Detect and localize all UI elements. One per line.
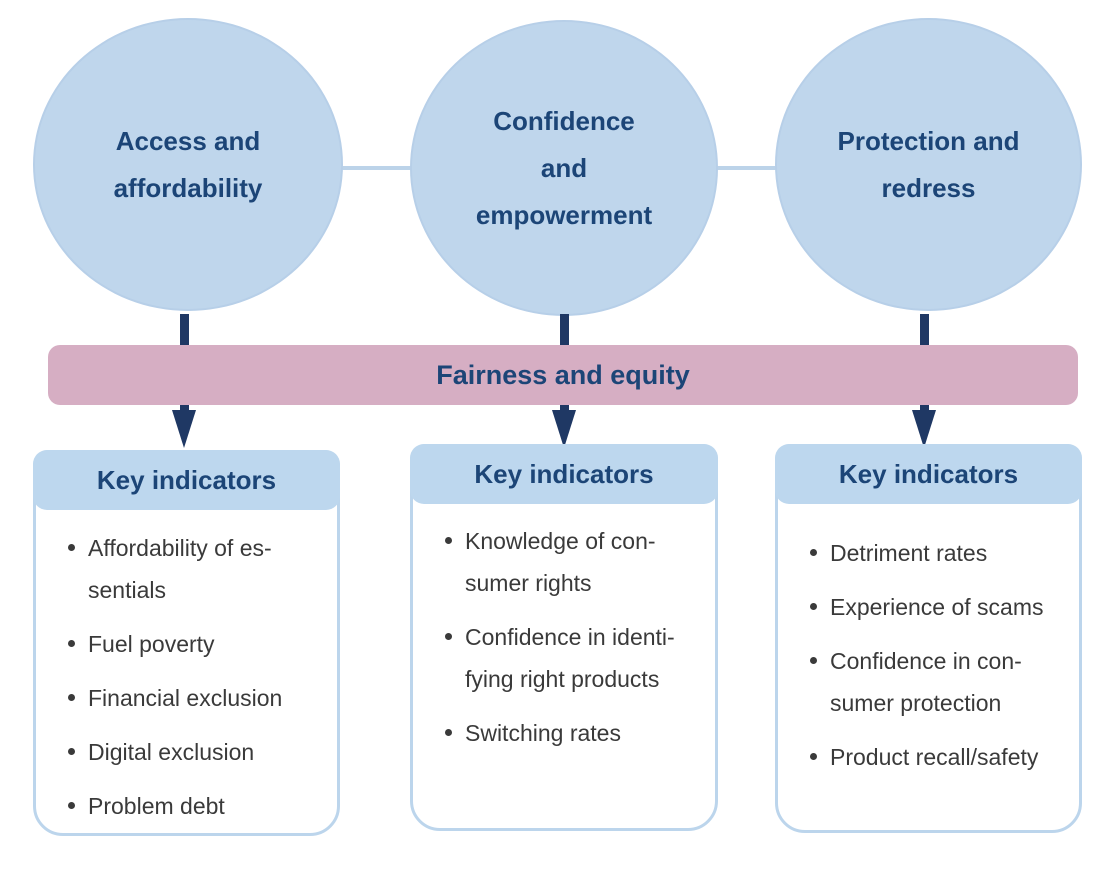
pillar-label: Access and affordability — [113, 125, 263, 203]
arrow-head-icon — [552, 410, 576, 448]
list-item-text: Problem debt — [88, 793, 225, 819]
bullet-dot — [68, 544, 75, 551]
list-item-text: Knowledge of con- sumer rights — [465, 528, 656, 596]
list-item: Affordability of es- sentials — [68, 527, 329, 611]
list-item-text: Switching rates — [465, 720, 621, 746]
list-item-text: Digital exclusion — [88, 739, 255, 765]
key-indicators-box-confidence: Key indicators Knowledge of con- sumer r… — [410, 444, 718, 831]
list-item-text: Fuel poverty — [88, 631, 215, 657]
fairness-equity-label: Fairness and equity — [436, 359, 690, 390]
bullet-dot — [810, 603, 817, 610]
box-header: Key indicators — [775, 444, 1082, 504]
bullet-dot — [445, 633, 452, 640]
list-item: Knowledge of con- sumer rights — [445, 520, 707, 604]
arrow-head-icon — [172, 410, 196, 448]
pillar-circle-confidence: Confidence and empowerment — [410, 20, 718, 316]
pillar-label: Confidence and empowerment — [475, 105, 653, 230]
pillar-circle-protection: Protection and redress — [775, 18, 1082, 311]
list-item-text: Product recall/safety — [830, 744, 1039, 770]
list-item: Experience of scams — [810, 586, 1071, 628]
list-item: Confidence in identi- fying right produc… — [445, 616, 707, 700]
list-item-text: Financial exclusion — [88, 685, 283, 711]
list-item: Problem debt — [68, 785, 329, 827]
bullet-dot — [68, 694, 75, 701]
fairness-equity-bar: Fairness and equity — [48, 345, 1078, 405]
bullet-dot — [68, 748, 75, 755]
list-item: Detriment rates — [810, 532, 1071, 574]
bullet-dot — [445, 729, 452, 736]
list-item-text: Detriment rates — [830, 540, 988, 566]
indicator-list: Detriment rates Experience of scams Conf… — [778, 504, 1079, 778]
box-header: Key indicators — [410, 444, 718, 504]
bullet-dot — [810, 549, 817, 556]
list-item: Digital exclusion — [68, 731, 329, 773]
bullet-dot — [68, 802, 75, 809]
bullet-dot — [810, 657, 817, 664]
list-item: Fuel poverty — [68, 623, 329, 665]
bullet-dot — [810, 753, 817, 760]
list-item: Product recall/safety — [810, 736, 1071, 778]
box-header: Key indicators — [33, 450, 340, 510]
list-item: Financial exclusion — [68, 677, 329, 719]
list-item: Confidence in con- sumer protection — [810, 640, 1071, 724]
bullet-dot — [445, 537, 452, 544]
indicator-list: Knowledge of con- sumer rights Confidenc… — [413, 504, 715, 754]
connector-line-1 — [336, 166, 416, 170]
key-indicators-box-protection: Key indicators Detriment rates Experienc… — [775, 444, 1082, 833]
box-title: Key indicators — [474, 458, 654, 489]
bullet-dot — [68, 640, 75, 647]
box-title: Key indicators — [96, 464, 277, 495]
arrow-head-icon — [912, 410, 936, 448]
pillar-label: Protection and redress — [837, 125, 1020, 203]
box-title: Key indicators — [838, 458, 1019, 489]
list-item: Switching rates — [445, 712, 707, 754]
list-item-text: Experience of scams — [830, 594, 1044, 620]
indicator-list: Affordability of es- sentials Fuel pover… — [36, 510, 337, 827]
connector-line-2 — [712, 166, 782, 170]
list-item-text: Affordability of es- sentials — [88, 535, 272, 603]
key-indicators-box-access: Key indicators Affordability of es- sent… — [33, 450, 340, 836]
list-item-text: Confidence in identi- fying right produc… — [465, 624, 675, 692]
pillar-circle-access: Access and affordability — [33, 18, 343, 311]
list-item-text: Confidence in con- sumer protection — [830, 648, 1022, 716]
